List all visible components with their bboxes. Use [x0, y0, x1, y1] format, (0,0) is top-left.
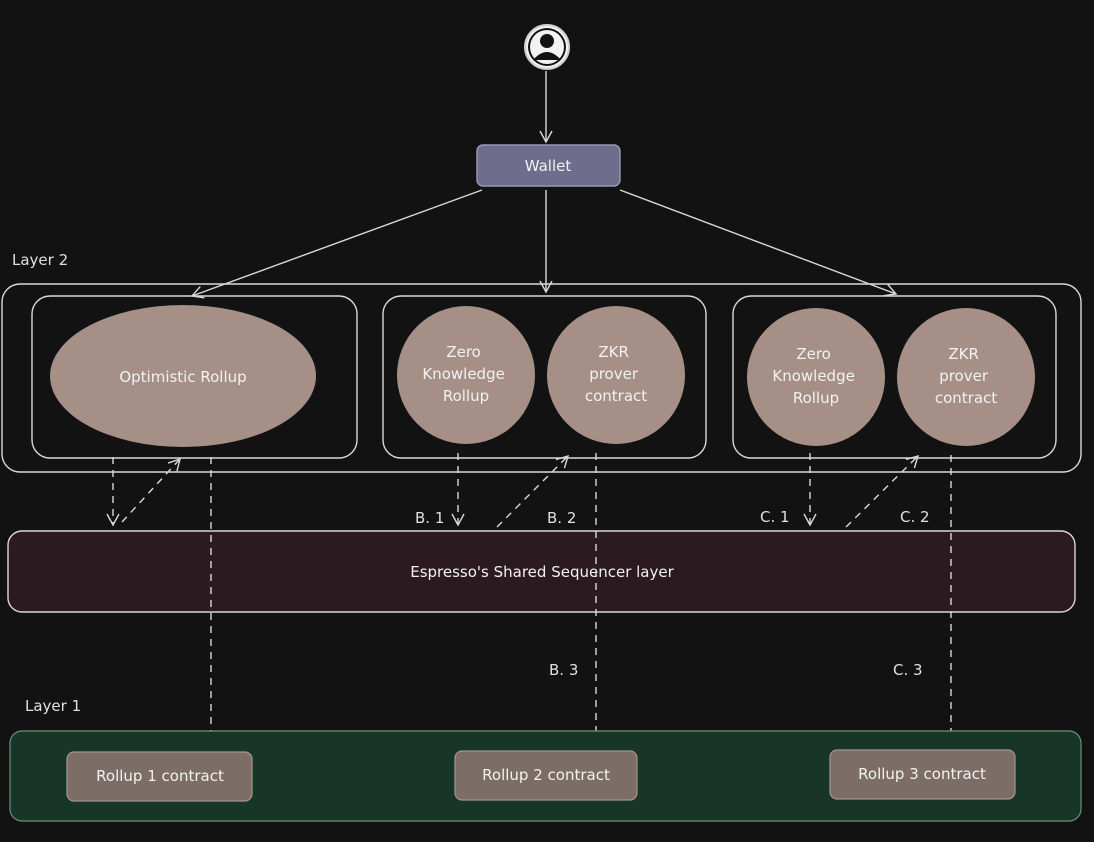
arrow-wallet-to-optimistic	[190, 189, 483, 299]
zk-rollup-b-line-2: Knowledge	[422, 365, 504, 383]
zkr-prover-c-line-1: ZKR	[948, 345, 979, 363]
wallet-node: Wallet	[476, 144, 621, 187]
step-b1-label: B. 1	[415, 509, 444, 527]
optimistic-rollup-node	[50, 305, 316, 447]
zk-rollup-c-node	[747, 308, 885, 446]
step-b2-label: B. 2	[547, 509, 576, 527]
zk-rollup-b-node	[397, 306, 535, 444]
rollup2-contract-node	[454, 750, 638, 801]
optimistic-rollup-label: Optimistic Rollup	[119, 368, 246, 386]
optimistic-group	[31, 295, 358, 459]
zk-rollup-b-label: Zero Knowledge Rollup	[422, 343, 509, 405]
arrow-b2	[496, 454, 570, 528]
zkr-prover-b-line-1: ZKR	[598, 343, 629, 361]
zkr-prover-b-label: ZKR prover contract	[585, 343, 647, 405]
zkr-prover-b-node	[547, 306, 685, 444]
step-b3-label: B. 3	[549, 661, 578, 679]
zk-group-c	[732, 295, 1057, 459]
rollup2-contract-label: Rollup 2 contract	[482, 766, 610, 784]
zk-rollup-b-line-1: Zero	[446, 343, 481, 361]
layer2-container	[1, 283, 1082, 473]
zk-rollup-c-label: Zero Knowledge Rollup	[772, 345, 859, 407]
rollup3-contract-label: Rollup 3 contract	[858, 765, 986, 783]
arrow-a-up-from-sequencer	[121, 457, 181, 523]
zk-rollup-c-line-3: Rollup	[793, 389, 839, 407]
rollup1-contract-node	[66, 751, 253, 802]
zkr-prover-c-node	[897, 308, 1035, 446]
zk-rollup-c-line-2: Knowledge	[772, 367, 854, 385]
layer1-label: Layer 1	[25, 697, 81, 715]
zkr-prover-c-line-2: prover	[939, 367, 989, 385]
arrow-c2	[845, 454, 920, 528]
zkr-prover-b-line-2: prover	[589, 365, 639, 383]
user-avatar-icon	[524, 24, 570, 70]
step-c3-label: C. 3	[893, 661, 923, 679]
zkr-prover-c-line-3: contract	[935, 389, 997, 407]
wallet-label: Wallet	[525, 157, 572, 175]
zk-group-b	[382, 295, 707, 459]
sequencer-label: Espresso's Shared Sequencer layer	[410, 563, 674, 581]
zkr-prover-c-label: ZKR prover contract	[935, 345, 997, 407]
zkr-prover-b-line-3: contract	[585, 387, 647, 405]
step-c2-label: C. 2	[900, 508, 930, 526]
rollup1-contract-label: Rollup 1 contract	[96, 767, 224, 785]
layer2-label: Layer 2	[12, 251, 68, 269]
step-c1-label: C. 1	[760, 508, 790, 526]
zk-rollup-b-line-3: Rollup	[443, 387, 489, 405]
rollup3-contract-node	[829, 749, 1016, 800]
sequencer-layer	[7, 530, 1076, 613]
arrow-wallet-to-group-c	[619, 189, 898, 297]
zk-rollup-c-line-1: Zero	[796, 345, 831, 363]
